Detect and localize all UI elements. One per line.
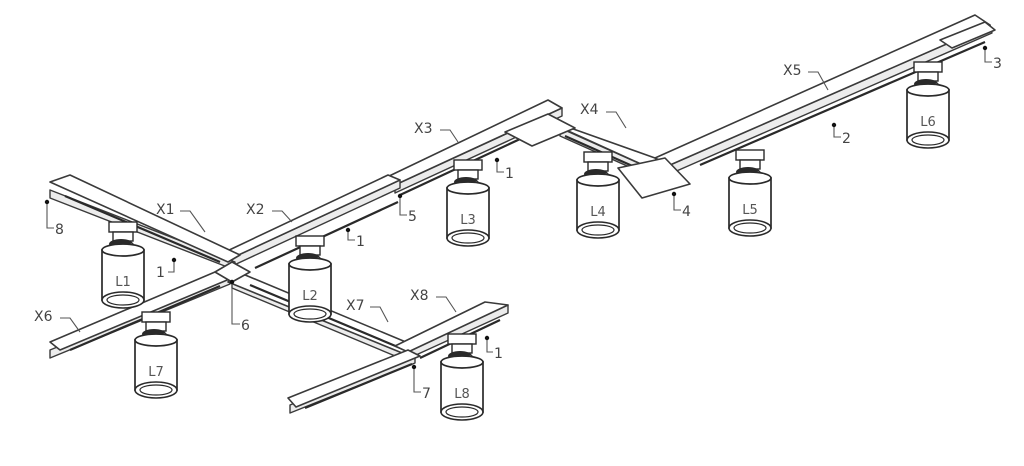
lamp-8: L8 xyxy=(440,333,484,421)
rail-label-x5: X5 xyxy=(783,63,802,79)
lamp-top xyxy=(440,355,484,369)
lamp-top xyxy=(906,83,950,97)
callout-8: 8 xyxy=(55,222,64,238)
lamp-top xyxy=(576,173,620,187)
lamp-top xyxy=(446,181,490,195)
lamp-adapter xyxy=(295,235,325,247)
leader-lines xyxy=(46,48,992,393)
rail-x8 xyxy=(394,301,509,361)
lamp-7: L7 xyxy=(134,311,178,399)
lamp-label-3: L3 xyxy=(460,213,476,228)
callout-1-b: 1 xyxy=(356,234,365,250)
lamp-adapter xyxy=(447,333,477,345)
rail-label-x4: X4 xyxy=(580,102,599,118)
lamp-label-2: L2 xyxy=(302,289,318,304)
rail-label-x3: X3 xyxy=(414,121,433,137)
lamp-label-1: L1 xyxy=(115,275,131,290)
lamp-1: L1 xyxy=(101,221,145,309)
lamp-4: L4 xyxy=(576,151,620,239)
callout-5: 5 xyxy=(408,209,417,225)
lamp-adapter xyxy=(583,151,613,163)
lamp-adapter xyxy=(453,159,483,171)
callout-7: 7 xyxy=(422,386,431,402)
rail-x4 xyxy=(547,119,691,199)
lamp-label-4: L4 xyxy=(590,205,606,220)
lamp-lens xyxy=(106,294,140,306)
lamp-3: L3 xyxy=(446,159,490,247)
rail-label-x7: X7 xyxy=(346,298,365,314)
rail-label-x8: X8 xyxy=(410,288,429,304)
callout-4: 4 xyxy=(682,204,691,220)
lamp-lens xyxy=(911,134,945,146)
callout-2: 2 xyxy=(842,131,851,147)
lamp-6: L6 xyxy=(906,61,950,149)
lamp-adapter xyxy=(141,311,171,323)
lamp-adapter xyxy=(735,149,765,161)
callout-1-c: 1 xyxy=(505,166,514,182)
lamp-lens xyxy=(293,308,327,320)
lamp-top xyxy=(101,243,145,257)
lamp-top xyxy=(728,171,772,185)
leader-dots xyxy=(44,45,988,370)
lamp-top xyxy=(288,257,332,271)
rail-x3 xyxy=(384,99,576,196)
lamp-adapter xyxy=(913,61,943,73)
lamp-lens xyxy=(733,222,767,234)
callout-1-a: 1 xyxy=(156,265,165,281)
lamp-lens xyxy=(581,224,615,236)
callout-1-d: 1 xyxy=(494,346,503,362)
lamp-label-5: L5 xyxy=(742,203,758,218)
rail-x2 xyxy=(224,174,401,269)
lamp-5: L5 xyxy=(728,149,772,237)
rail-x5 xyxy=(654,14,996,174)
lamp-adapter xyxy=(108,221,138,233)
rail-extension xyxy=(287,349,421,414)
rail-x1 xyxy=(49,174,241,271)
cross-connector xyxy=(214,261,251,283)
lamp-lens xyxy=(451,232,485,244)
lamp-label-6: L6 xyxy=(920,115,936,130)
lamp-label-8: L8 xyxy=(454,387,470,402)
rail-label-x1: X1 xyxy=(156,202,175,218)
rail-label-x6: X6 xyxy=(34,309,53,325)
lamp-2: L2 xyxy=(288,235,332,323)
lamp-label-7: L7 xyxy=(148,365,164,380)
lamp-top xyxy=(134,333,178,347)
rail-label-x2: X2 xyxy=(246,202,265,218)
callout-3: 3 xyxy=(993,56,1002,72)
lamp-lens xyxy=(445,406,479,418)
lamp-lens xyxy=(139,384,173,396)
callout-6: 6 xyxy=(241,318,250,334)
